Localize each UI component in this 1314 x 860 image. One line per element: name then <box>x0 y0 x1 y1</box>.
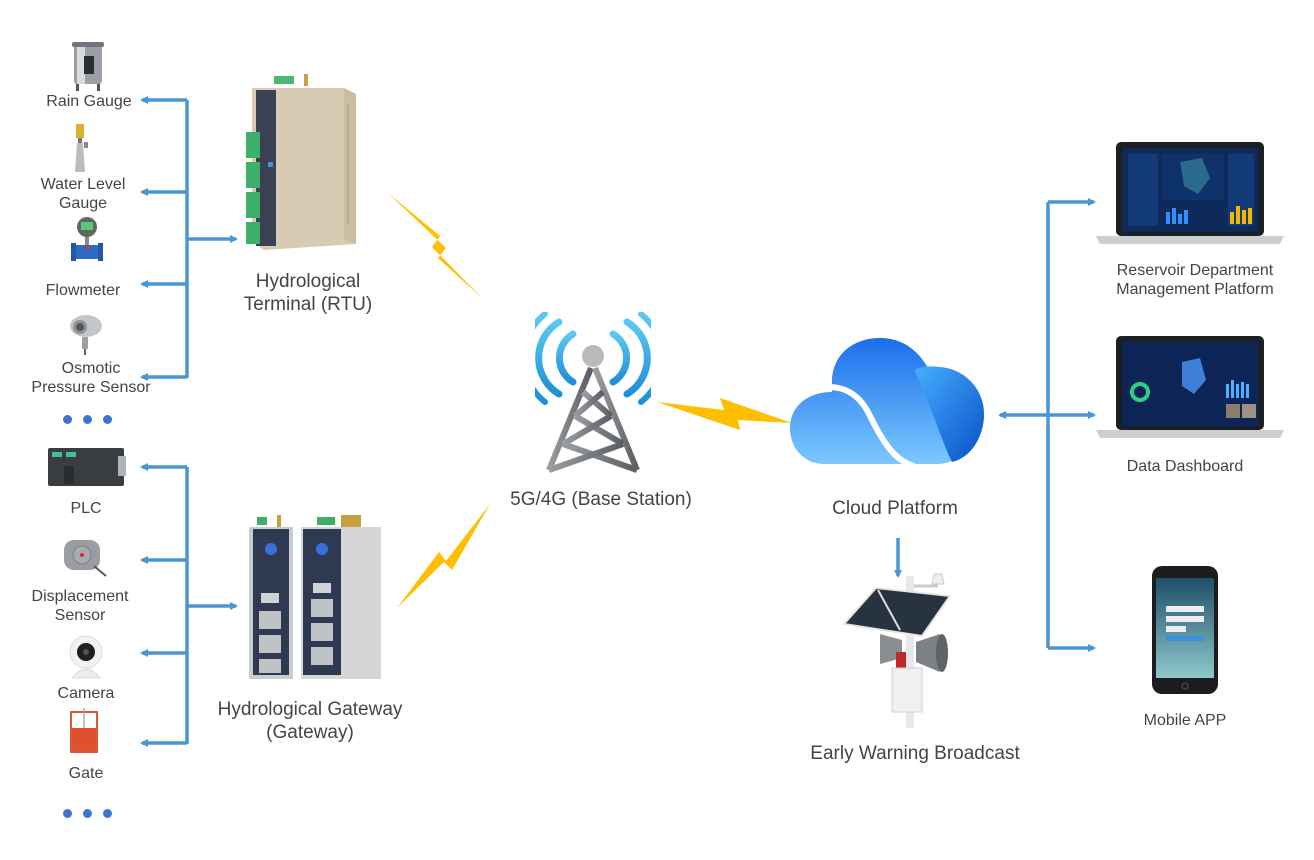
dot <box>63 809 72 818</box>
rtu-label-line2: Terminal (RTU) <box>243 294 373 315</box>
rain-gauge-icon <box>72 42 104 91</box>
base-station-tower-icon <box>535 312 651 473</box>
reservoir-platform-laptop-icon <box>1096 142 1284 244</box>
dot <box>63 415 72 424</box>
reservoir-platform-label-line1: Reservoir Department <box>1116 262 1274 279</box>
rtu-label: Hydrological Terminal (RTU) <box>218 270 398 316</box>
gate-icon <box>70 708 98 753</box>
dot <box>83 809 92 818</box>
data-dashboard-label: Data Dashboard <box>1126 458 1244 475</box>
pressure-sensor-label: Osmotic Pressure Sensor <box>16 359 166 397</box>
more-sensors-dots-group1 <box>63 415 112 424</box>
water-level-gauge-icon <box>75 124 88 172</box>
dot <box>83 415 92 424</box>
water-level-gauge-label: Water Level Gauge <box>24 175 142 213</box>
water-level-gauge-label-line2: Gauge <box>58 195 108 212</box>
pressure-sensor-icon <box>70 315 102 355</box>
lightning-gateway-icon <box>397 504 490 608</box>
mobile-app-phone-icon <box>1152 566 1218 694</box>
displacement-sensor-label-line1: Displacement <box>31 588 129 605</box>
pressure-sensor-label-line2: Pressure Sensor <box>31 379 151 396</box>
displacement-sensor-label: Displacement Sensor <box>10 587 150 625</box>
lightning-cloud-icon <box>657 398 792 430</box>
gateway-label-line1: Hydrological Gateway <box>217 699 403 720</box>
gate-label: Gate <box>68 765 104 782</box>
more-sensors-dots-group2 <box>63 809 112 818</box>
plc-icon <box>48 448 126 486</box>
pressure-sensor-label-line1: Osmotic <box>61 360 121 377</box>
data-dashboard-laptop-icon <box>1096 336 1284 438</box>
cloud-platform-icon <box>790 338 984 468</box>
plc-label: PLC <box>70 500 102 517</box>
camera-icon <box>69 635 103 679</box>
gateway-label: Hydrological Gateway (Gateway) <box>195 698 425 744</box>
displacement-sensor-label-line2: Sensor <box>54 607 106 624</box>
camera-label: Camera <box>57 685 115 702</box>
reservoir-platform-label: Reservoir Department Management Platform <box>1090 261 1300 299</box>
flowmeter-icon <box>71 217 103 261</box>
lightning-rtu-icon <box>388 193 483 299</box>
water-level-gauge-label-line1: Water Level <box>40 176 126 193</box>
flowmeter-label: Flowmeter <box>45 282 121 299</box>
gateway-label-line2: (Gateway) <box>266 722 354 743</box>
displacement-sensor-icon <box>64 540 107 577</box>
cloud-platform-label: Cloud Platform <box>832 498 958 519</box>
early-warning-broadcast-label: Early Warning Broadcast <box>810 743 1020 764</box>
reservoir-platform-label-line2: Management Platform <box>1116 281 1274 298</box>
gateway-device-icon <box>249 515 381 679</box>
rtu-device-icon <box>246 74 356 250</box>
dot <box>103 809 112 818</box>
early-warning-broadcast-icon <box>842 573 952 728</box>
rain-gauge-label: Rain Gauge <box>46 93 132 110</box>
rtu-label-line1: Hydrological <box>255 271 361 292</box>
dot <box>103 415 112 424</box>
base-station-label: 5G/4G (Base Station) <box>510 489 692 510</box>
mobile-app-label: Mobile APP <box>1143 712 1227 729</box>
